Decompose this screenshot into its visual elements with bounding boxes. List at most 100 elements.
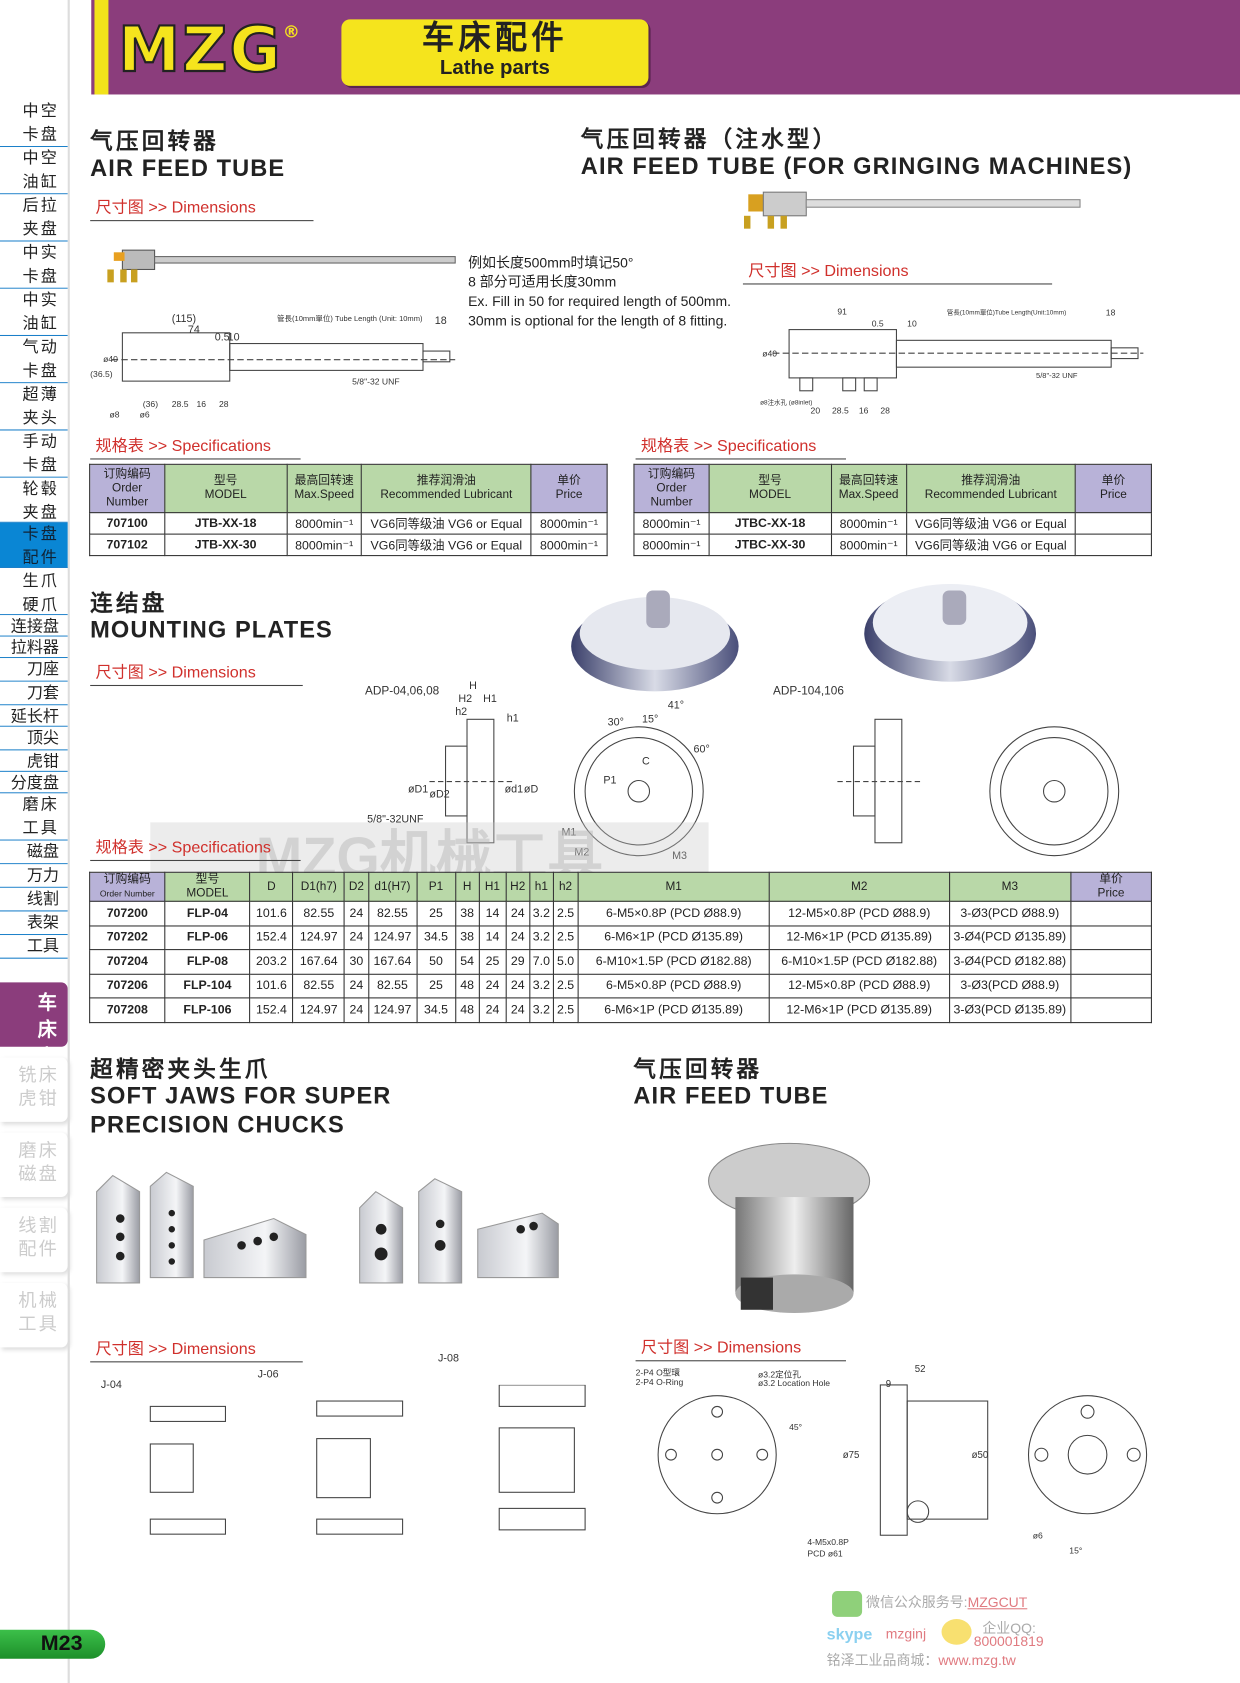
column-header: M1: [577, 871, 770, 902]
aft1-dim-o40: ø40: [103, 354, 118, 364]
aft3-label-45: 45°: [789, 1422, 803, 1433]
table-cell: 38: [454, 924, 480, 951]
table-cell: 24: [344, 973, 369, 999]
mall-url[interactable]: www.mzg.tw: [938, 1652, 1016, 1669]
sj-title-en2: PRECISION CHUCKS: [90, 1111, 345, 1139]
sidebar-item[interactable]: 生爪硬爪: [0, 570, 68, 616]
sidebar-item[interactable]: 轮毂夹盘: [0, 477, 68, 523]
sidebar-item[interactable]: 分度盘: [0, 771, 68, 794]
qq-icon: [941, 1618, 972, 1645]
reg-mark: ®: [282, 21, 303, 42]
wechat-id[interactable]: MZGCUT: [967, 1594, 1028, 1611]
sidebar-item[interactable]: 气动卡盘: [0, 336, 68, 384]
sidebar-item[interactable]: 卡盘配件: [0, 522, 68, 568]
table-cell: 8000min⁻¹: [830, 512, 907, 535]
sidebar-item[interactable]: 中空卡盘: [0, 99, 68, 148]
sidebar-item[interactable]: 刀座: [0, 658, 68, 682]
sidebar-item[interactable]: 中实卡盘: [0, 241, 68, 289]
table-cell: FLP-04: [164, 900, 251, 926]
aft3-label-oring-cn: 2-P4 O型環: [635, 1367, 680, 1378]
sidebar-item-label: 卡盘配件: [22, 524, 60, 567]
header-text: M3: [1001, 879, 1019, 893]
sidebar-item-label: 气动卡盘: [22, 338, 60, 381]
header-text: 订购编码: [103, 872, 151, 886]
header-text: M1: [665, 879, 682, 893]
header-text: Price: [1099, 488, 1127, 502]
sidebar-item[interactable]: 超薄夹头: [0, 383, 68, 431]
table-cell: 2.5: [552, 900, 579, 926]
table-cell: 30: [344, 949, 369, 975]
sidebar-item[interactable]: 工具: [0, 935, 68, 959]
aft2-dim-10: 10: [907, 318, 917, 329]
table-cell: 124.97: [292, 924, 346, 951]
mp-label-H: H: [469, 680, 477, 693]
sidebar-item-label: 分度盘: [10, 774, 60, 793]
table-cell: JTB-XX-30: [164, 533, 288, 557]
sidebar-item-label: 磁盘: [26, 842, 60, 862]
table-cell: 707206: [89, 973, 166, 999]
column-header: h2: [552, 871, 579, 902]
aft1-dim-05: 0.5: [214, 331, 230, 344]
table-cell: 203.2: [249, 949, 294, 975]
table-cell: 24: [505, 973, 531, 999]
sidebar-item[interactable]: 表架: [0, 911, 68, 936]
sidebar-category[interactable]: 铣床虎钳: [0, 1057, 68, 1122]
table-cell: 12-M5×0.8P (PCD Ø88.9): [768, 973, 950, 999]
sj-title-en1: SOFT JAWS FOR SUPER: [90, 1082, 392, 1110]
sidebar-item[interactable]: 后拉夹盘: [0, 194, 68, 242]
aft1-title-cn: 气压回转器: [90, 129, 220, 155]
aft2-title-en: AIR FEED TUBE (FOR GRINGING MACHINES): [580, 152, 1133, 180]
table-cell: JTB-XX-18: [164, 512, 288, 535]
skype-icon: skype: [826, 1625, 873, 1644]
aft3-label-hole: ø3.2 Location Hole: [757, 1378, 831, 1389]
table-cell: 8000min⁻¹: [633, 533, 710, 557]
aft1-dim-36: (36): [142, 399, 159, 410]
sidebar-item[interactable]: 连接盘: [0, 615, 68, 637]
table-cell: 2.5: [552, 997, 579, 1023]
aft1-dim-unf: 5/8"-32 UNF: [352, 376, 400, 387]
sidebar-item[interactable]: 拉料器: [0, 636, 68, 659]
table-cell: 38: [454, 900, 480, 926]
header-text: 单价: [1101, 474, 1126, 488]
aft1-dim-tube: 管長(10mm單位) Tube Length (Unit: 10mm): [276, 315, 423, 324]
header-text: Price: [1097, 886, 1125, 900]
aft3-label-o75: ø75: [842, 1449, 860, 1461]
aft1-note: 例如长度500mm时填记50° 8 部分可适用长度30mm Ex. Fill i…: [468, 253, 731, 330]
header-text: Max.Speed: [838, 488, 899, 502]
sidebar-category[interactable]: 车床卡盘: [0, 982, 68, 1094]
sidebar-item[interactable]: 磁盘: [0, 840, 68, 865]
table-cell: 24: [478, 973, 507, 999]
sidebar-item[interactable]: 延长杆: [0, 705, 68, 727]
brand-logo: MZG®: [117, 12, 303, 87]
sidebar-item[interactable]: 虎钳: [0, 750, 68, 772]
sidebar-item[interactable]: 刀套: [0, 681, 68, 706]
header-text: M2: [851, 879, 868, 893]
sidebar-item-label: 手动卡盘: [22, 432, 60, 475]
sidebar-category[interactable]: 机械工具: [0, 1282, 68, 1348]
aft1-dim-28: 28: [219, 399, 229, 410]
sidebar-item[interactable]: 磨床工具: [0, 793, 68, 841]
sidebar-item[interactable]: 线割: [0, 887, 68, 912]
sidebar-item[interactable]: 万力: [0, 864, 68, 888]
header-text: H2: [510, 879, 526, 893]
sidebar-item[interactable]: 手动卡盘: [0, 430, 68, 478]
column-header: M3: [948, 871, 1072, 902]
header-text: Max.Speed: [294, 488, 355, 502]
sidebar-item[interactable]: 中空油缸: [0, 147, 68, 195]
aft2-dim-91: 91: [837, 307, 847, 317]
header-text: Order Number: [99, 888, 155, 899]
sidebar-item[interactable]: 中实油缸: [0, 288, 68, 337]
sidebar-item[interactable]: 顶尖: [0, 726, 68, 751]
sidebar-category[interactable]: 磨床磁盘: [0, 1132, 68, 1198]
aft2-dim-unf: 5/8"-32 UNF: [1036, 372, 1078, 381]
mp-label-41: 41°: [667, 699, 685, 712]
sidebar-category[interactable]: 线割配件: [0, 1207, 68, 1273]
aft2-drawing: [772, 329, 1144, 392]
